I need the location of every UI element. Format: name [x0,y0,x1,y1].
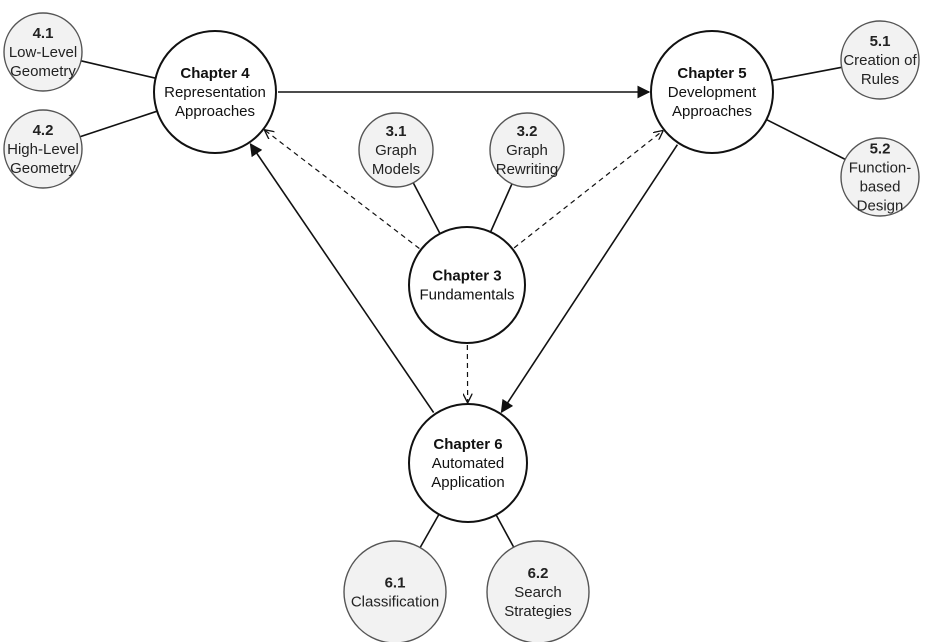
node-label-ch6-1: Application [431,474,504,491]
node-circle-s32 [489,112,565,188]
node-title-s52: 5.2 [870,141,891,158]
node-label-ch4-1: Approaches [175,103,255,120]
edge-ch4-s42 [79,110,158,138]
node-circle-ch4 [153,30,277,154]
node-title-s61: 6.1 [385,575,406,592]
node-circle-s52 [840,137,920,217]
node-title-s62: 6.2 [528,565,549,582]
edge-ch6-ch4 [249,142,435,414]
node-label-s31-1: Models [372,161,420,178]
nodes-layer: Chapter 3 Fundamentals Chapter 4 Representa… [3,12,920,642]
node-label-ch5-0: Development [668,84,757,101]
node-label-s41-0: Low-Level [9,44,77,61]
node-label-s51-0: Creation of [843,52,917,69]
node-title-ch5: Chapter 5 [677,65,746,82]
node-label-s32-1: Rewriting [496,161,559,178]
node-label-s42-1: Geometry [10,160,76,177]
node-title-s51: 5.1 [870,33,891,50]
edge-ch5-s52 [766,118,846,161]
node-circle-s61 [343,540,447,642]
node-title-ch4: Chapter 4 [180,65,250,82]
node-label-s42-0: High-Level [7,141,79,158]
node-circle-s41 [3,12,83,92]
node-title-s41: 4.1 [33,25,54,42]
node-circle-s62 [486,540,590,642]
node-label-ch6-0: Automated [432,455,505,472]
node-circle-s31 [358,112,434,188]
edge-ch3-s32 [489,183,513,233]
node-label-s32-0: Graph [506,142,548,159]
node-circle-s42 [3,109,83,189]
edge-ch5-ch6 [500,144,679,414]
node-title-ch6: Chapter 6 [433,436,502,453]
node-circle-s51 [840,20,920,100]
node-label-s41-1: Geometry [10,63,76,80]
node-circle-ch6 [408,403,528,523]
node-circle-ch5 [650,30,774,154]
node-title-s32: 3.2 [517,123,538,140]
node-circle-ch3 [408,226,526,344]
node-label-ch5-1: Approaches [672,103,752,120]
node-label-s52-0: Function- [849,160,912,177]
node-label-s31-0: Graph [375,142,417,159]
node-ch3: Chapter 3 Fundamentals [408,226,526,344]
node-label-s51-1: Rules [861,71,899,88]
node-title-s31: 3.1 [386,123,407,140]
edge-ch6-s61 [419,513,440,549]
node-label-ch3-0: Fundamentals [419,287,514,304]
edges-layer [79,60,846,549]
node-label-s62-0: Search [514,584,562,601]
node-title-ch3: Chapter 3 [432,268,501,285]
node-label-s62-1: Strategies [504,603,572,620]
edge-ch6-s62 [495,514,515,548]
edge-ch3-ch4 [265,130,420,249]
node-label-s61-0: Classification [351,594,439,611]
node-label-s52-1: based [860,179,901,196]
node-title-s42: 4.2 [33,122,54,139]
node-label-ch4-0: Representation [164,84,266,101]
edge-ch5-s51 [771,66,842,82]
edge-ch4-s41 [80,60,156,79]
node-label-s52-2: Design [857,198,904,215]
edge-ch3-s31 [412,182,441,235]
edge-ch3-ch5 [513,131,662,249]
